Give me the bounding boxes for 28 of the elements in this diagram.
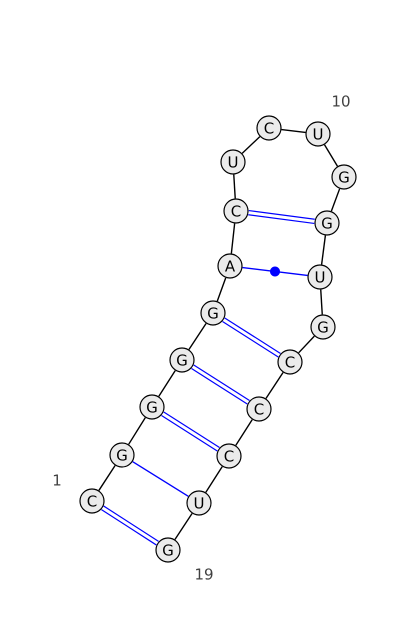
position-number: 19 <box>196 568 212 580</box>
backbone-line <box>233 174 236 198</box>
backbone-line <box>235 419 253 446</box>
backbone-line <box>320 290 323 314</box>
backbone-line <box>324 144 338 167</box>
backbone-line <box>216 278 226 302</box>
backbone-line <box>298 336 315 354</box>
base-pair-line <box>132 461 189 497</box>
base-pair-line <box>161 411 220 452</box>
base-pair-line <box>101 506 159 546</box>
backbone-line <box>98 465 116 491</box>
backbone-line <box>320 235 326 265</box>
backbone-line <box>205 466 223 493</box>
backbone-line <box>128 417 146 445</box>
backbone-line <box>242 136 260 154</box>
backbone-line <box>281 128 306 134</box>
backbone-line <box>230 223 236 254</box>
backbone-line <box>158 370 176 397</box>
position-number: 10 <box>333 95 350 107</box>
base-pair-line <box>191 364 250 405</box>
base-pair-line <box>242 266 308 276</box>
backbone-line <box>330 188 340 212</box>
base-pair-line <box>248 210 315 224</box>
backbone-line <box>188 323 207 350</box>
backbone-line <box>174 513 193 540</box>
position-number: 1 <box>54 474 60 486</box>
backbone-line <box>265 372 284 399</box>
base-pair-line <box>222 317 281 358</box>
